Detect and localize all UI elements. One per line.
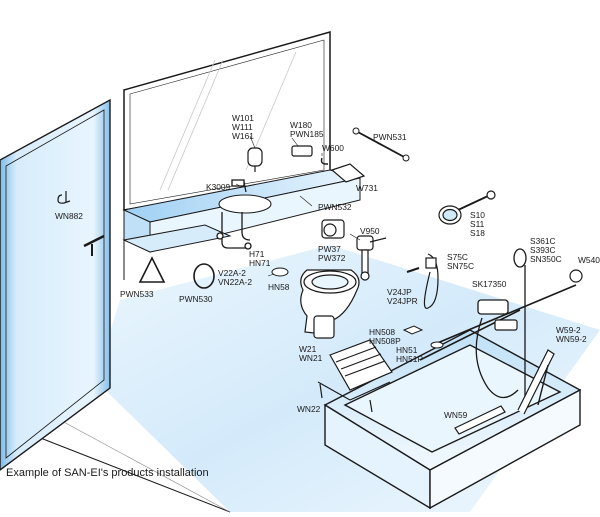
label-v24jp: V24JP V24JPR — [387, 287, 418, 307]
label-h71: H71 HN71 — [249, 249, 271, 269]
label-v950: V950 — [360, 226, 380, 236]
label-hn58: HN58 — [268, 282, 290, 292]
hand-bidet — [406, 253, 439, 309]
label-wn59: WN59 — [444, 410, 468, 420]
towel-ring — [193, 263, 215, 289]
w731-shelf — [330, 163, 366, 183]
label-wn22: WN22 — [297, 404, 321, 414]
tub-faucet — [494, 319, 518, 331]
sink-trap — [216, 212, 252, 250]
mirror — [123, 31, 331, 211]
diagram-caption: Example of SAN-EI's products installatio… — [6, 467, 209, 479]
shower-head — [438, 190, 496, 225]
toilet — [300, 269, 360, 339]
paper-holder — [321, 219, 345, 239]
door — [0, 98, 111, 471]
grab-bar-long — [434, 284, 577, 345]
floor-drain-hn51 — [430, 341, 444, 349]
label-wn882: WN882 — [55, 211, 83, 221]
label-s361c: S361C S393C SN350C — [530, 236, 562, 265]
label-hn51: HN51 HN51P — [396, 345, 423, 365]
label-hn508: HN508 HN508P — [369, 327, 401, 347]
bathtub — [323, 329, 582, 510]
label-v22a: V22A-2 VN22A-2 — [218, 268, 252, 288]
vanity-counter — [122, 169, 361, 253]
label-w540: W540 — [578, 255, 600, 265]
label-pwn530: PWN530 — [179, 294, 213, 304]
label-w59: W59-2 WN59-2 — [556, 325, 587, 345]
label-pwn532: PWN532 — [318, 202, 352, 212]
shower-riser — [419, 248, 527, 400]
floor-drain-hn508 — [402, 325, 424, 335]
label-w731: W731 — [356, 183, 378, 193]
leader-lines — [235, 135, 373, 277]
label-w21: W21 WN21 — [299, 344, 323, 364]
label-k3009: K3009 — [206, 182, 231, 192]
label-s10: S10 S11 S18 — [470, 210, 485, 239]
robe-hook-icon — [57, 191, 71, 204]
label-w101: W101 W111 W161 — [232, 113, 254, 142]
w540-flange — [569, 269, 583, 283]
towel-bar — [352, 127, 410, 162]
flush-valve — [356, 235, 387, 281]
label-w600: W600 — [322, 143, 344, 153]
w600-hook-icon — [320, 157, 328, 165]
label-pwn531: PWN531 — [373, 132, 407, 142]
label-pwn533: PWN533 — [120, 289, 154, 299]
label-pw37: PW37 PW372 — [318, 244, 346, 264]
label-s75c: S75C SN75C — [447, 252, 474, 272]
label-w180: W180 PWN185 — [290, 120, 324, 140]
soap-dish — [291, 145, 313, 157]
towel-holder-533 — [138, 256, 166, 283]
tub-grab-bars — [454, 349, 555, 435]
shelf-rack — [317, 339, 393, 413]
floor-drain-hn58 — [271, 267, 289, 277]
label-sk17350: SK17350 — [472, 279, 507, 289]
